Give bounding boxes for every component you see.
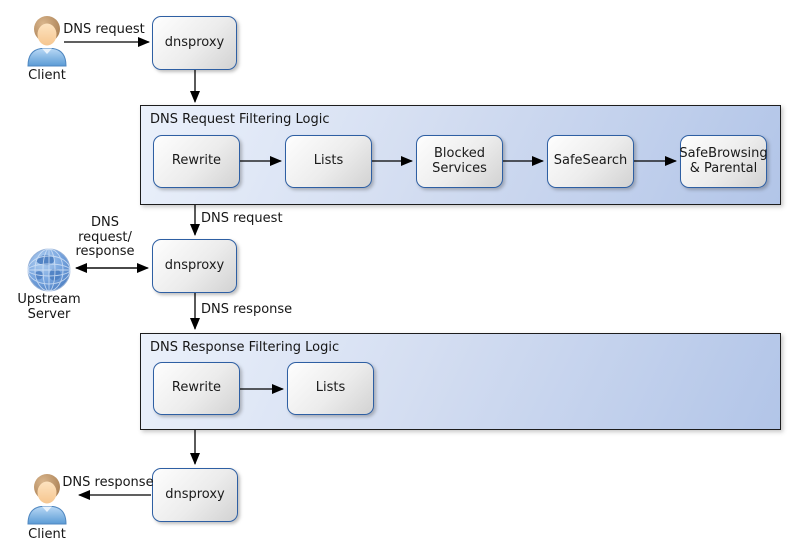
client-top-icon: [24, 12, 70, 72]
request-step-safebrowsing-parental: SafeBrowsing & Parental: [679, 135, 768, 188]
request-filtering-group: DNS Request Filtering Logic: [140, 105, 781, 205]
request-step-rewrite: Rewrite: [153, 135, 240, 188]
dnsproxy-top-node: dnsproxy: [152, 16, 237, 70]
response-filtering-group: DNS Response Filtering Logic: [140, 333, 781, 430]
dnsproxy-bottom-node: dnsproxy: [152, 468, 238, 522]
response-filtering-title: DNS Response Filtering Logic: [150, 340, 340, 355]
edge-label-dns-response-mid: DNS response: [201, 302, 293, 317]
upstream-server-label: Upstream Server: [17, 292, 81, 322]
response-step-lists: Lists: [287, 362, 374, 415]
edge-label-dns-request-response: DNS request/ response: [75, 215, 135, 260]
edge-label-dns-request-top: DNS request: [63, 22, 145, 37]
client-bottom-label: Client: [28, 527, 66, 542]
client-bottom-icon: [24, 470, 70, 530]
request-step-safesearch: SafeSearch: [547, 135, 634, 188]
response-step-rewrite: Rewrite: [153, 362, 240, 415]
request-step-lists: Lists: [285, 135, 372, 188]
edge-label-dns-request-mid: DNS request: [201, 211, 283, 226]
request-step-blocked-services: Blocked Services: [416, 135, 503, 188]
upstream-server-icon: [26, 247, 72, 297]
dnsproxy-middle-node: dnsproxy: [152, 239, 237, 293]
client-top-label: Client: [28, 68, 66, 83]
edge-label-dns-response-bottom: DNS response: [62, 475, 154, 490]
request-filtering-title: DNS Request Filtering Logic: [150, 112, 330, 127]
